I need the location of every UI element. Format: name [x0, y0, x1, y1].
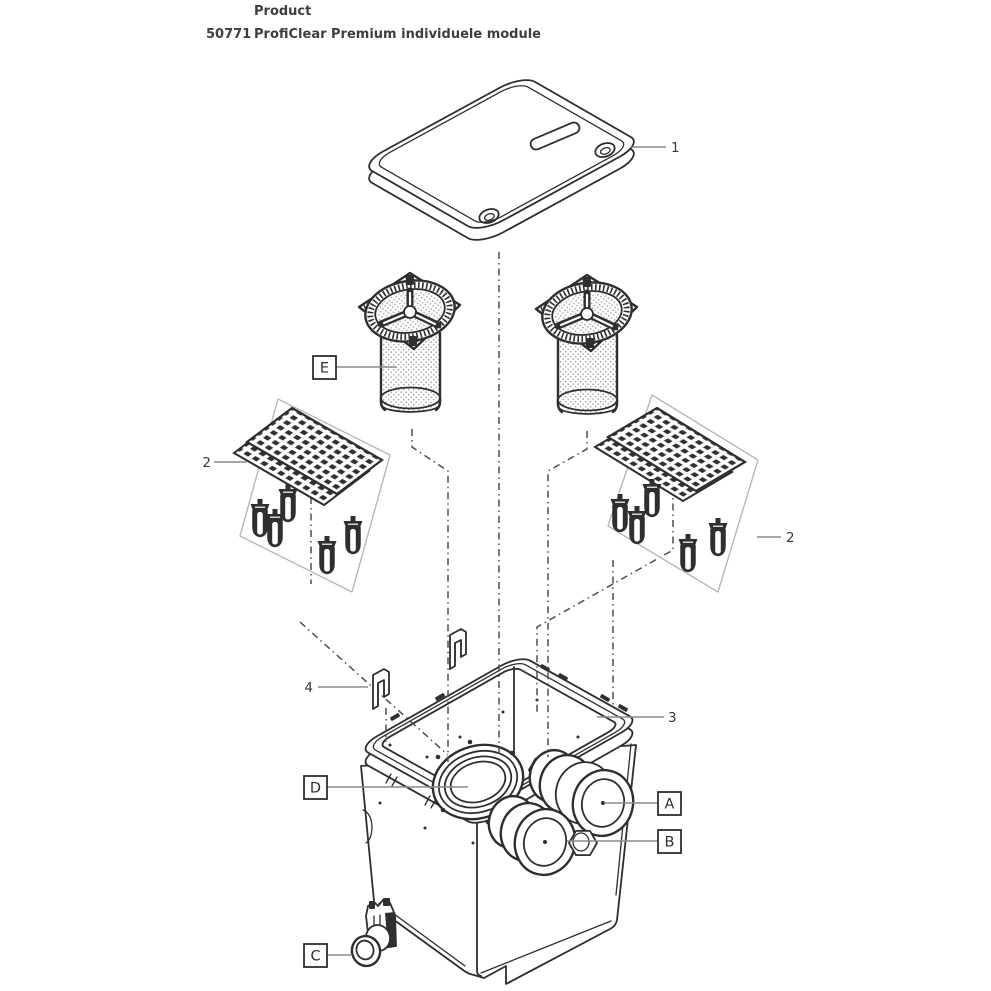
grid-panel	[234, 408, 382, 505]
callout-4-clip: 4	[304, 680, 368, 696]
svg-text:2: 2	[786, 530, 795, 546]
lid-screw-hole	[594, 142, 616, 158]
svg-text:C: C	[310, 949, 320, 965]
item-number: 50771	[206, 27, 252, 42]
foam-set-left	[234, 398, 391, 593]
callout-d-inlet: D	[303, 775, 468, 800]
outlet-fitting-b	[487, 794, 598, 877]
filter-cartridge-right	[536, 275, 637, 414]
callout-c-drain: C	[303, 943, 352, 968]
foam-set-right	[595, 394, 759, 593]
svg-text:B: B	[665, 835, 675, 851]
lid-handle-slot	[529, 121, 581, 151]
svg-text:4: 4	[304, 680, 313, 696]
callout-b-outlet: B	[567, 829, 682, 854]
callout-3-container: 3	[597, 710, 677, 726]
rim-tabs	[390, 664, 628, 721]
lid-screw-hole	[478, 208, 500, 224]
drain-fitting-c	[350, 898, 397, 968]
svg-text:1: 1	[671, 140, 680, 156]
callout-2-right: 2	[757, 530, 795, 546]
container-part	[350, 655, 637, 985]
product-column-header: Product	[254, 4, 312, 19]
svg-text:E: E	[320, 361, 329, 377]
svg-text:2: 2	[202, 455, 211, 471]
callout-a-outlet: A	[604, 791, 682, 816]
callout-e-filter: E	[312, 355, 397, 380]
lid-part	[360, 75, 643, 245]
callout-2-left: 2	[202, 455, 247, 471]
svg-text:A: A	[665, 797, 675, 813]
callout-1-lid: 1	[630, 140, 680, 156]
grid-panel	[595, 408, 745, 501]
filter-cartridge-left	[359, 273, 460, 412]
outlet-fitting-a	[528, 748, 635, 838]
svg-text:3: 3	[668, 710, 677, 726]
holder-clip-left	[372, 668, 390, 710]
product-name: ProfiClear Premium individuele module	[254, 27, 542, 42]
holder-clip-right	[449, 628, 467, 670]
svg-text:D: D	[310, 781, 321, 797]
